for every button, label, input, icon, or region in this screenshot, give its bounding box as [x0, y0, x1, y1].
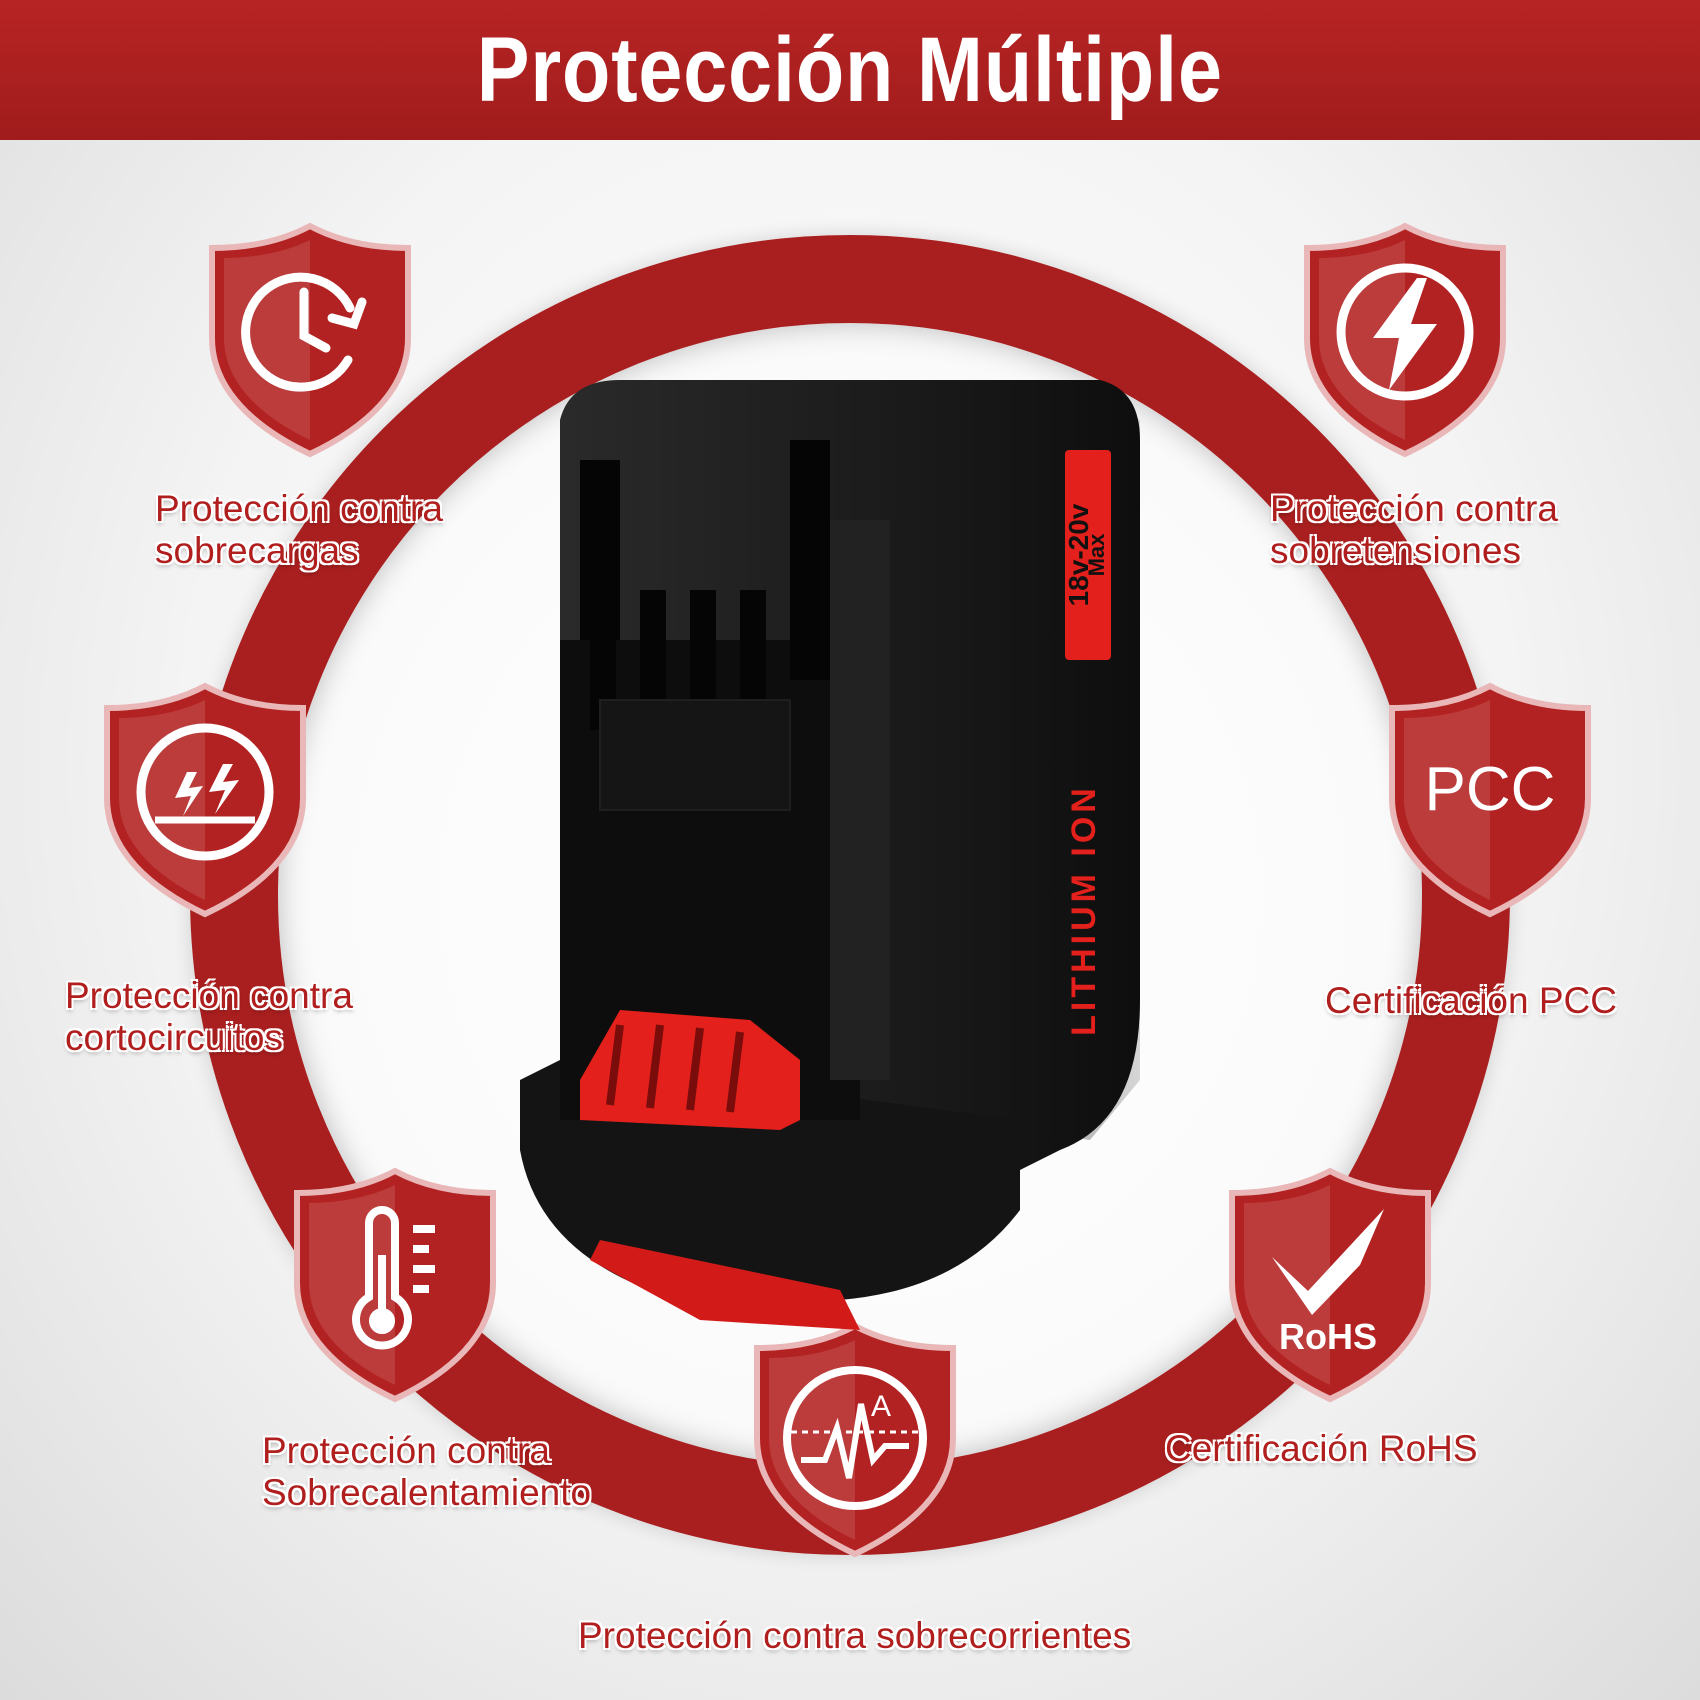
rohs-badge-text: RoHS	[1279, 1316, 1377, 1357]
battery-pack-image: 18v-20v Max LITHIUM ION	[520, 380, 1140, 1330]
battery-latch	[580, 1010, 800, 1130]
overheat-label: Protección contra Sobrecalentamiento	[262, 1430, 591, 1514]
rohs-label-text: Certificación RoHS	[1165, 1428, 1478, 1469]
short-circuit-icon	[136, 723, 274, 861]
short-circuit-shield	[104, 682, 306, 918]
overheat-shield	[294, 1167, 496, 1403]
overvoltage-label: Protección contra sobretensiones	[1270, 488, 1558, 572]
battery-type-text: LITHIUM ION	[1065, 784, 1103, 1036]
battery-voltage-line1: 18v-20v	[1063, 503, 1094, 606]
overvoltage-shield	[1304, 222, 1506, 458]
pcc-label: Certificación PCC	[1325, 980, 1617, 1022]
short-circuit-label: Protección contra cortocircuitos	[65, 975, 353, 1059]
overcharge-shield	[209, 222, 411, 458]
rohs-shield: RoHS	[1229, 1167, 1431, 1403]
page-title: Protección Múltiple	[476, 18, 1224, 121]
overcurrent-shield: A	[754, 1322, 956, 1558]
current-wave-icon: A	[783, 1366, 927, 1510]
overheat-label-line1: Protección contra	[262, 1430, 550, 1471]
overheat-label-line2: Sobrecalentamiento	[262, 1472, 592, 1513]
title-banner: Protección Múltiple	[0, 0, 1700, 140]
pcc-label-text: Certificación PCC	[1325, 980, 1617, 1021]
ampere-letter: A	[871, 1390, 891, 1423]
short-circuit-label-line1: Protección contra	[65, 975, 353, 1016]
thermometer-icon	[352, 1206, 435, 1350]
overvoltage-label-line2: sobretensiones	[1270, 530, 1521, 571]
overcharge-label-line1: Protección contra	[155, 488, 443, 529]
overcharge-label-line2: sobrecargas	[155, 530, 359, 571]
rohs-label: Certificación RoHS	[1165, 1428, 1478, 1470]
checkmark-icon	[1272, 1209, 1384, 1315]
overcurrent-label-text: Protección contra sobrecorrientes	[578, 1615, 1132, 1656]
pcc-badge-text: PCC	[1425, 755, 1556, 824]
clock-refresh-icon	[241, 272, 367, 392]
overcurrent-label: Protección contra sobrecorrientes	[578, 1615, 1131, 1657]
overvoltage-label-line1: Protección contra	[1270, 488, 1558, 529]
battery-voltage-line2: Max	[1084, 533, 1109, 577]
overcharge-label: Protección contra sobrecargas	[155, 488, 443, 572]
lightning-icon	[1336, 263, 1474, 401]
short-circuit-label-line2: cortocircuitos	[65, 1017, 283, 1058]
pcc-shield: PCC	[1389, 682, 1591, 918]
